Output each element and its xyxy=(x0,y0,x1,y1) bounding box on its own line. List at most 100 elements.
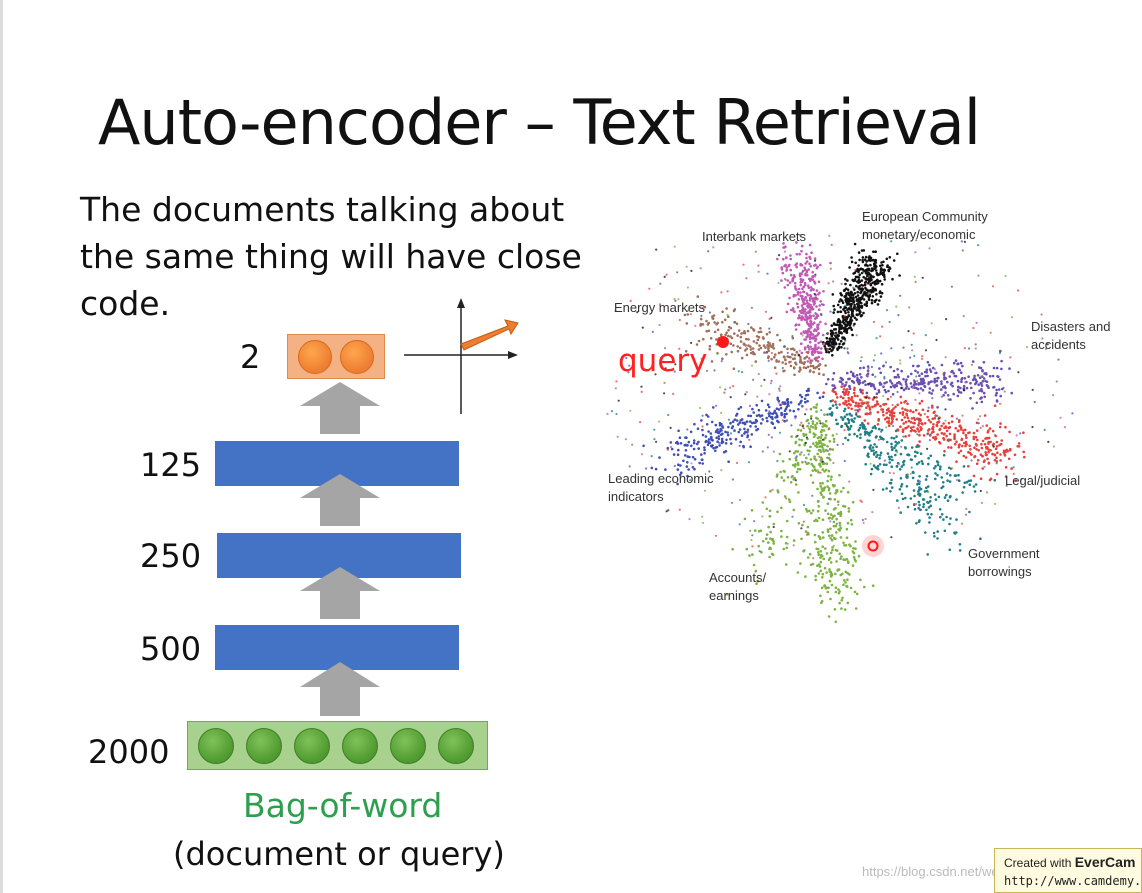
document-point xyxy=(926,374,929,378)
document-point xyxy=(946,380,949,384)
document-point xyxy=(852,547,855,550)
document-point xyxy=(827,615,831,618)
document-point xyxy=(888,457,892,461)
document-point xyxy=(875,400,879,403)
document-point xyxy=(828,347,832,351)
document-point xyxy=(726,433,730,437)
document-point xyxy=(859,366,862,370)
document-point xyxy=(813,264,816,267)
document-point xyxy=(792,274,796,277)
document-point xyxy=(806,304,809,308)
document-point xyxy=(896,373,900,377)
document-point xyxy=(943,529,947,533)
document-point xyxy=(809,314,813,318)
document-point xyxy=(965,507,968,510)
document-point xyxy=(787,498,791,501)
document-point xyxy=(673,297,676,300)
document-point xyxy=(950,381,954,385)
document-point xyxy=(907,425,910,428)
document-point xyxy=(731,478,734,481)
document-point xyxy=(663,347,667,350)
document-point xyxy=(791,353,794,356)
document-point xyxy=(847,311,850,314)
document-point xyxy=(852,272,855,275)
document-point xyxy=(813,282,817,285)
document-point xyxy=(821,460,824,463)
document-point xyxy=(879,335,882,338)
document-point xyxy=(793,310,796,313)
document-point xyxy=(905,378,908,381)
description-line-3: code. xyxy=(80,284,171,323)
document-point xyxy=(672,392,675,395)
document-point xyxy=(855,318,858,321)
document-point xyxy=(856,381,860,384)
document-point xyxy=(802,302,805,306)
document-point xyxy=(614,309,617,313)
document-point xyxy=(738,346,742,350)
document-point xyxy=(816,509,820,513)
document-point xyxy=(932,411,936,415)
document-point xyxy=(886,452,890,455)
document-point xyxy=(920,399,924,403)
document-point xyxy=(774,353,777,356)
document-point xyxy=(919,452,923,456)
document-point xyxy=(826,331,829,335)
document-point xyxy=(793,353,797,357)
document-point xyxy=(771,417,774,421)
document-point xyxy=(896,403,899,407)
document-point xyxy=(867,404,870,407)
document-point xyxy=(678,347,681,350)
document-point xyxy=(667,413,670,417)
document-point xyxy=(923,422,927,425)
document-point xyxy=(959,449,963,453)
document-point xyxy=(988,427,992,430)
document-point xyxy=(749,529,752,532)
document-point xyxy=(973,455,976,459)
document-point xyxy=(800,304,804,307)
document-point xyxy=(876,279,880,283)
document-point xyxy=(1007,457,1011,461)
document-point xyxy=(957,390,961,394)
document-point xyxy=(972,391,975,395)
document-point xyxy=(899,294,902,297)
document-point xyxy=(779,403,782,407)
document-point xyxy=(883,417,887,421)
document-point xyxy=(846,393,850,396)
document-point xyxy=(808,509,811,513)
document-point xyxy=(1017,445,1021,448)
document-point xyxy=(688,455,691,459)
document-point xyxy=(736,345,739,348)
document-point xyxy=(930,392,933,395)
document-point xyxy=(926,415,929,419)
document-point xyxy=(820,601,823,605)
document-point xyxy=(827,487,831,490)
document-point xyxy=(871,286,875,289)
document-point xyxy=(785,535,789,539)
document-point xyxy=(1063,426,1066,429)
document-point xyxy=(936,414,939,417)
document-point xyxy=(934,436,938,440)
document-point xyxy=(950,285,953,288)
document-point xyxy=(934,372,937,375)
document-point xyxy=(689,430,693,434)
document-point xyxy=(740,371,744,374)
query-label: query xyxy=(618,343,708,379)
document-point xyxy=(844,282,847,286)
document-point xyxy=(695,343,699,346)
cluster-label-accounts-earnings: Accounts/earnings xyxy=(709,570,767,603)
document-point xyxy=(718,421,722,425)
document-point xyxy=(751,545,754,548)
document-point xyxy=(798,252,801,256)
evercam-badge[interactable]: Created with EverCam http://www.camdemy.… xyxy=(994,848,1142,893)
document-point xyxy=(671,357,674,360)
document-point xyxy=(762,337,765,340)
document-point xyxy=(759,529,763,533)
document-point xyxy=(816,436,820,440)
document-point xyxy=(727,425,730,429)
document-point xyxy=(989,331,992,334)
document-point xyxy=(973,490,977,493)
document-point xyxy=(838,524,842,527)
document-point xyxy=(748,438,751,441)
document-point xyxy=(812,314,815,317)
document-point xyxy=(710,420,714,424)
